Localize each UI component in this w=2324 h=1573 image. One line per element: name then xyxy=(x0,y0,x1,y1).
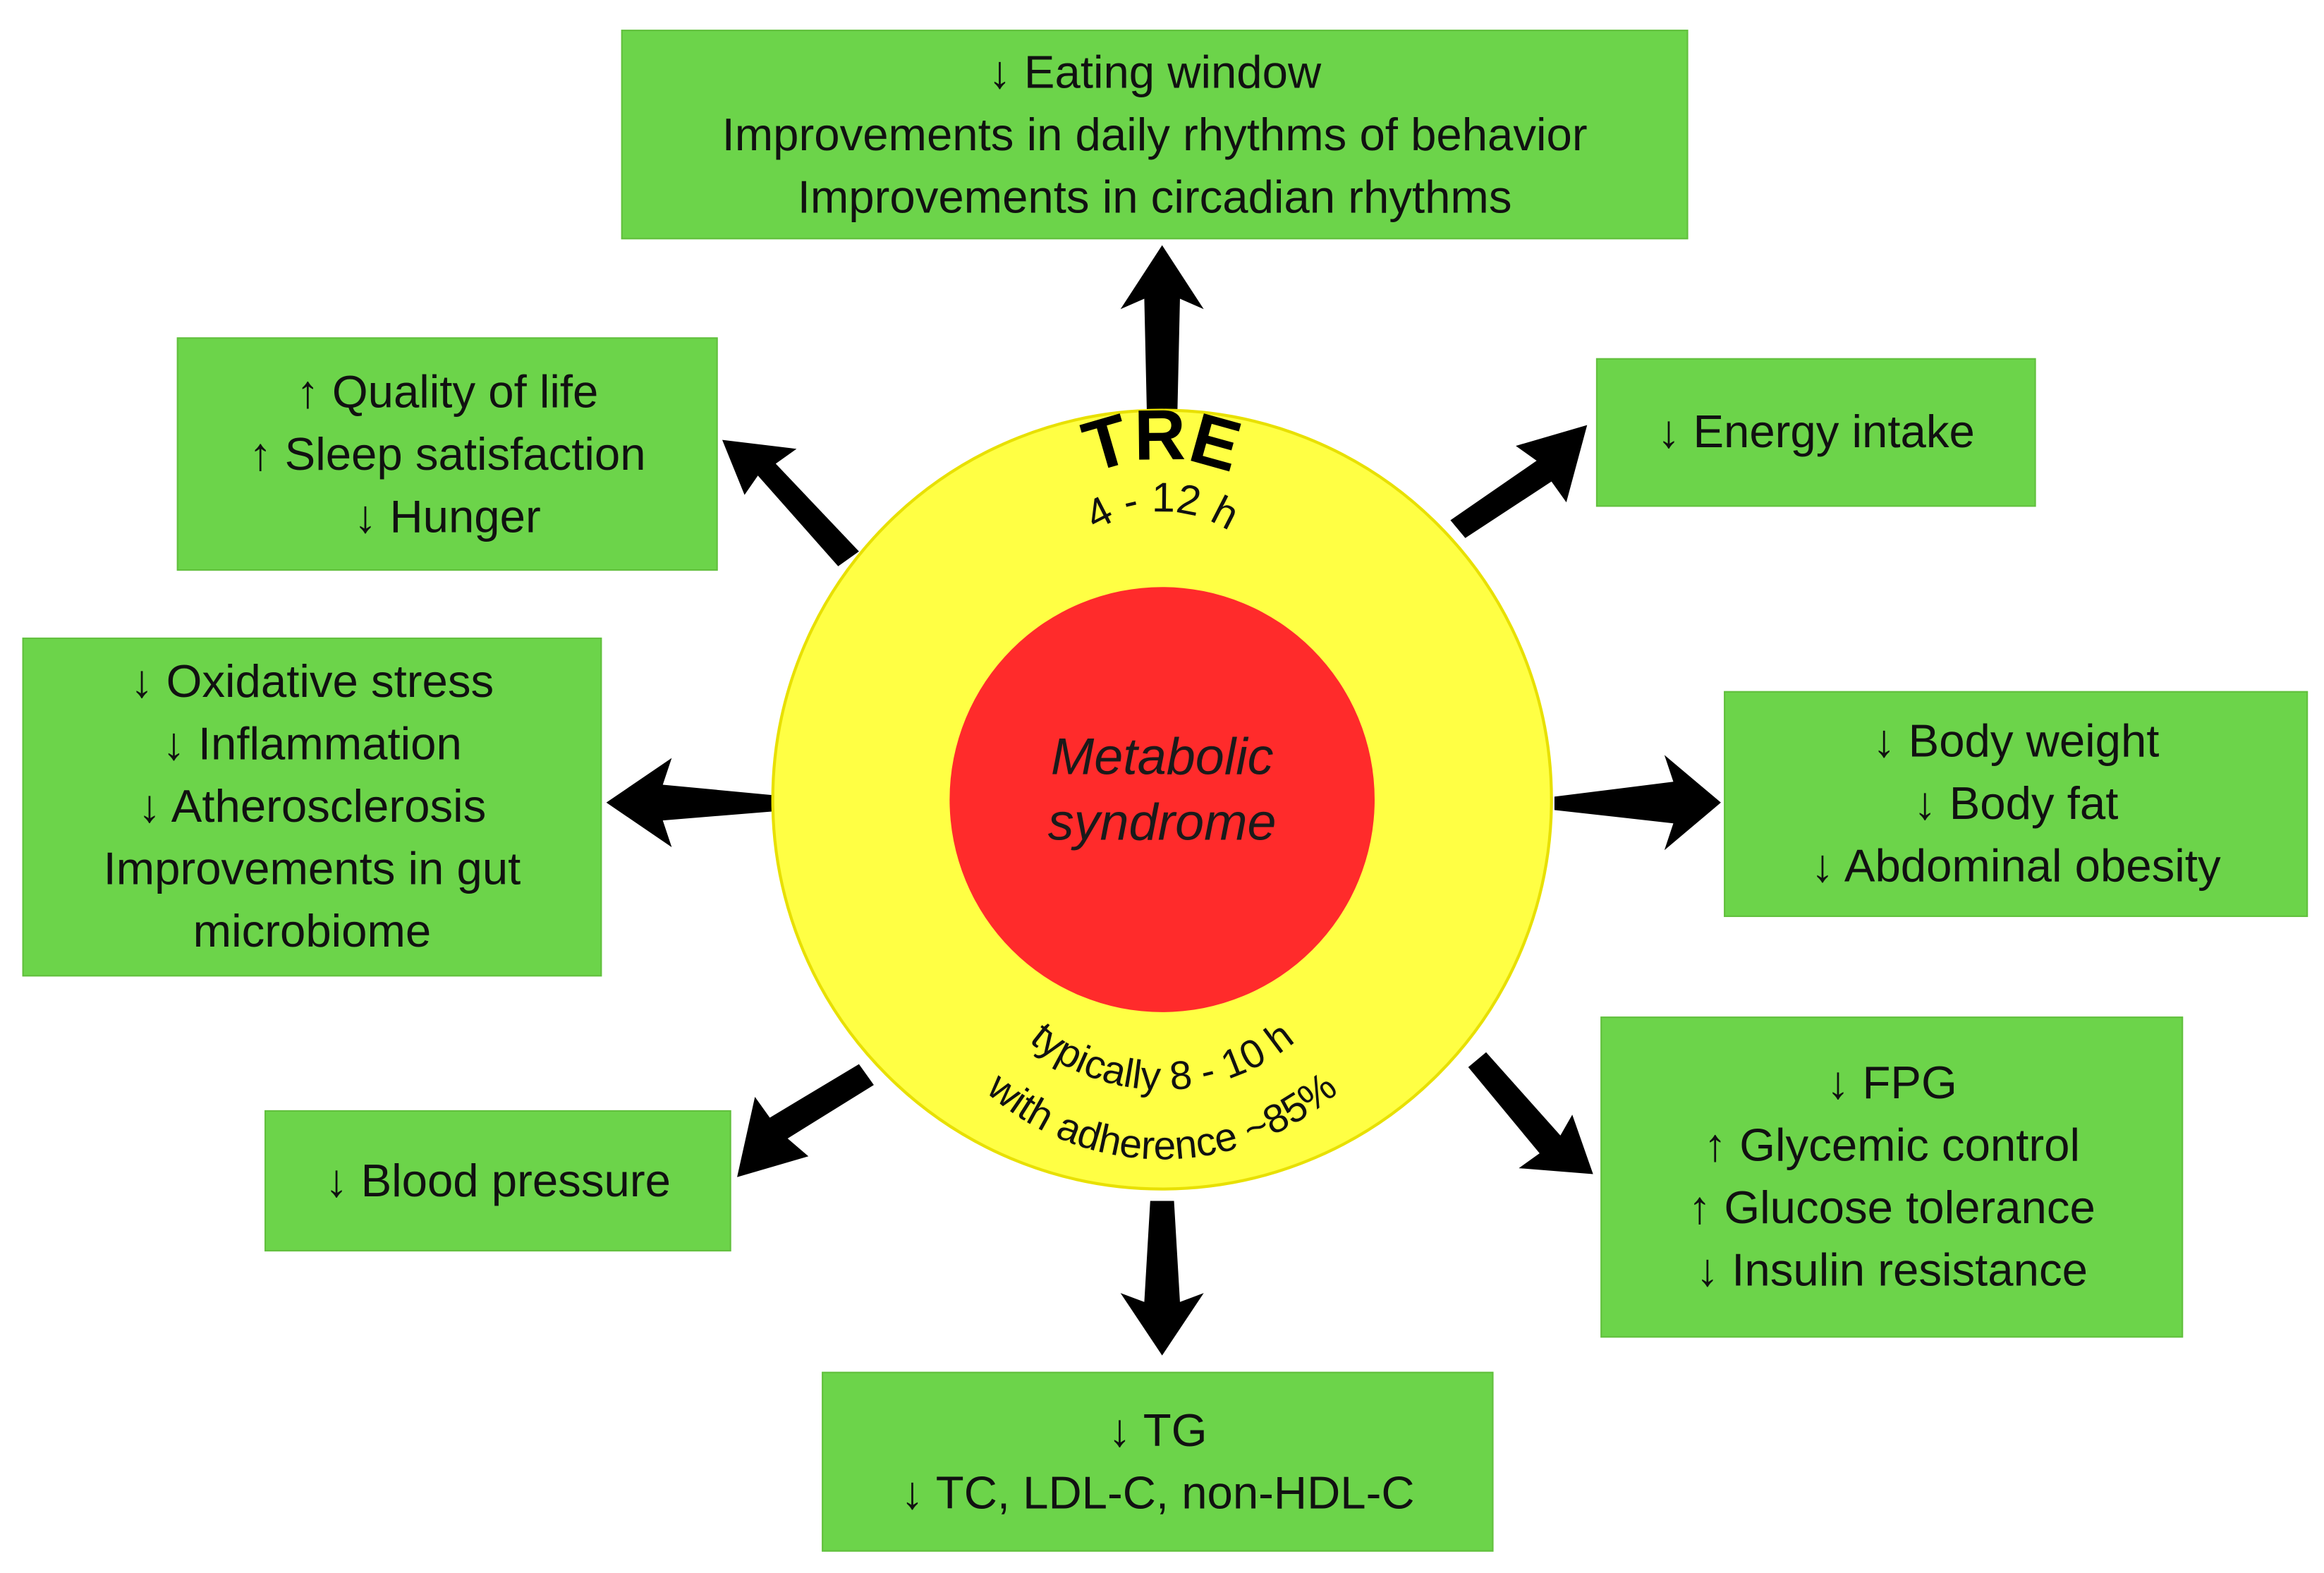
box-lower-right-line: ↑ Glycemic control xyxy=(1703,1119,2080,1172)
box-left-line: ↓ Inflammation xyxy=(162,717,462,770)
core-line-2: syndrome xyxy=(1047,794,1277,852)
box-lower-right-line: ↓ Insulin resistance xyxy=(1696,1244,2088,1296)
box-bottom-line: ↓ TG xyxy=(1108,1404,1207,1456)
box-lower-left: ↓ Blood pressure xyxy=(264,1110,731,1252)
arrow-lower-left xyxy=(737,1064,874,1177)
box-upper-left-line: ↑ Sleep satisfaction xyxy=(248,427,646,480)
box-left-line: ↓ Atherosclerosis xyxy=(138,780,487,832)
box-lower-right: ↓ FPG ↑ Glycemic control ↑ Glucose toleran… xyxy=(1600,1016,2184,1338)
arrow-right xyxy=(1554,755,1721,851)
arrow-upper-left xyxy=(722,439,859,566)
arrow-left xyxy=(606,758,773,847)
box-upper-left-line: ↑ Quality of life xyxy=(296,365,599,418)
arrow-bottom xyxy=(1120,1201,1204,1356)
arrow-upper-right xyxy=(1450,425,1588,538)
box-lower-left-line: ↓ Blood pressure xyxy=(324,1154,671,1206)
box-upper-right-line: ↓ Energy intake xyxy=(1657,406,1975,458)
metabolic-syndrome-circle xyxy=(949,587,1375,1012)
box-left-line: ↓ Oxidative stress xyxy=(130,655,494,707)
tre-label: TRE xyxy=(1074,395,1249,487)
box-right-line: ↓ Body fat xyxy=(1913,777,2119,830)
box-bottom: ↓ TG ↓ TC, LDL-C, non-HDL-C xyxy=(822,1371,1494,1552)
box-lower-right-line: ↑ Glucose tolerance xyxy=(1688,1182,2095,1234)
arrow-lower-right xyxy=(1468,1052,1593,1174)
box-right-line: ↓ Body weight xyxy=(1872,715,2160,767)
box-upper-left-line: ↓ Hunger xyxy=(353,490,541,542)
box-left-line: Improvements in gut xyxy=(103,842,521,895)
box-lower-right-line: ↓ FPG xyxy=(1826,1057,1957,1109)
box-top-line: Improvements in daily rhythms of behavio… xyxy=(722,107,1588,160)
box-bottom-line: ↓ TC, LDL-C, non-HDL-C xyxy=(901,1466,1415,1519)
box-left-line: microbiome xyxy=(193,905,432,957)
arrow-top xyxy=(1120,245,1204,432)
core-line-1: Metabolic xyxy=(1050,728,1274,786)
box-right-line: ↓ Abdominal obesity xyxy=(1811,839,2221,892)
metabolic-syndrome-label: Metabolic syndrome xyxy=(1014,725,1310,856)
box-right: ↓ Body weight ↓ Body fat ↓ Abdominal obesi… xyxy=(1724,691,2308,918)
box-upper-right: ↓ Energy intake xyxy=(1595,358,2036,507)
box-upper-left: ↑ Quality of life ↑ Sleep satisfaction ↓ H… xyxy=(176,337,718,571)
box-left: ↓ Oxidative stress ↓ Inflammation ↓ Athero… xyxy=(22,637,602,977)
arrows xyxy=(606,245,1721,1356)
box-top-line: ↓ Eating window xyxy=(988,45,1322,98)
box-top-line: Improvements in circadian rhythms xyxy=(797,170,1512,222)
